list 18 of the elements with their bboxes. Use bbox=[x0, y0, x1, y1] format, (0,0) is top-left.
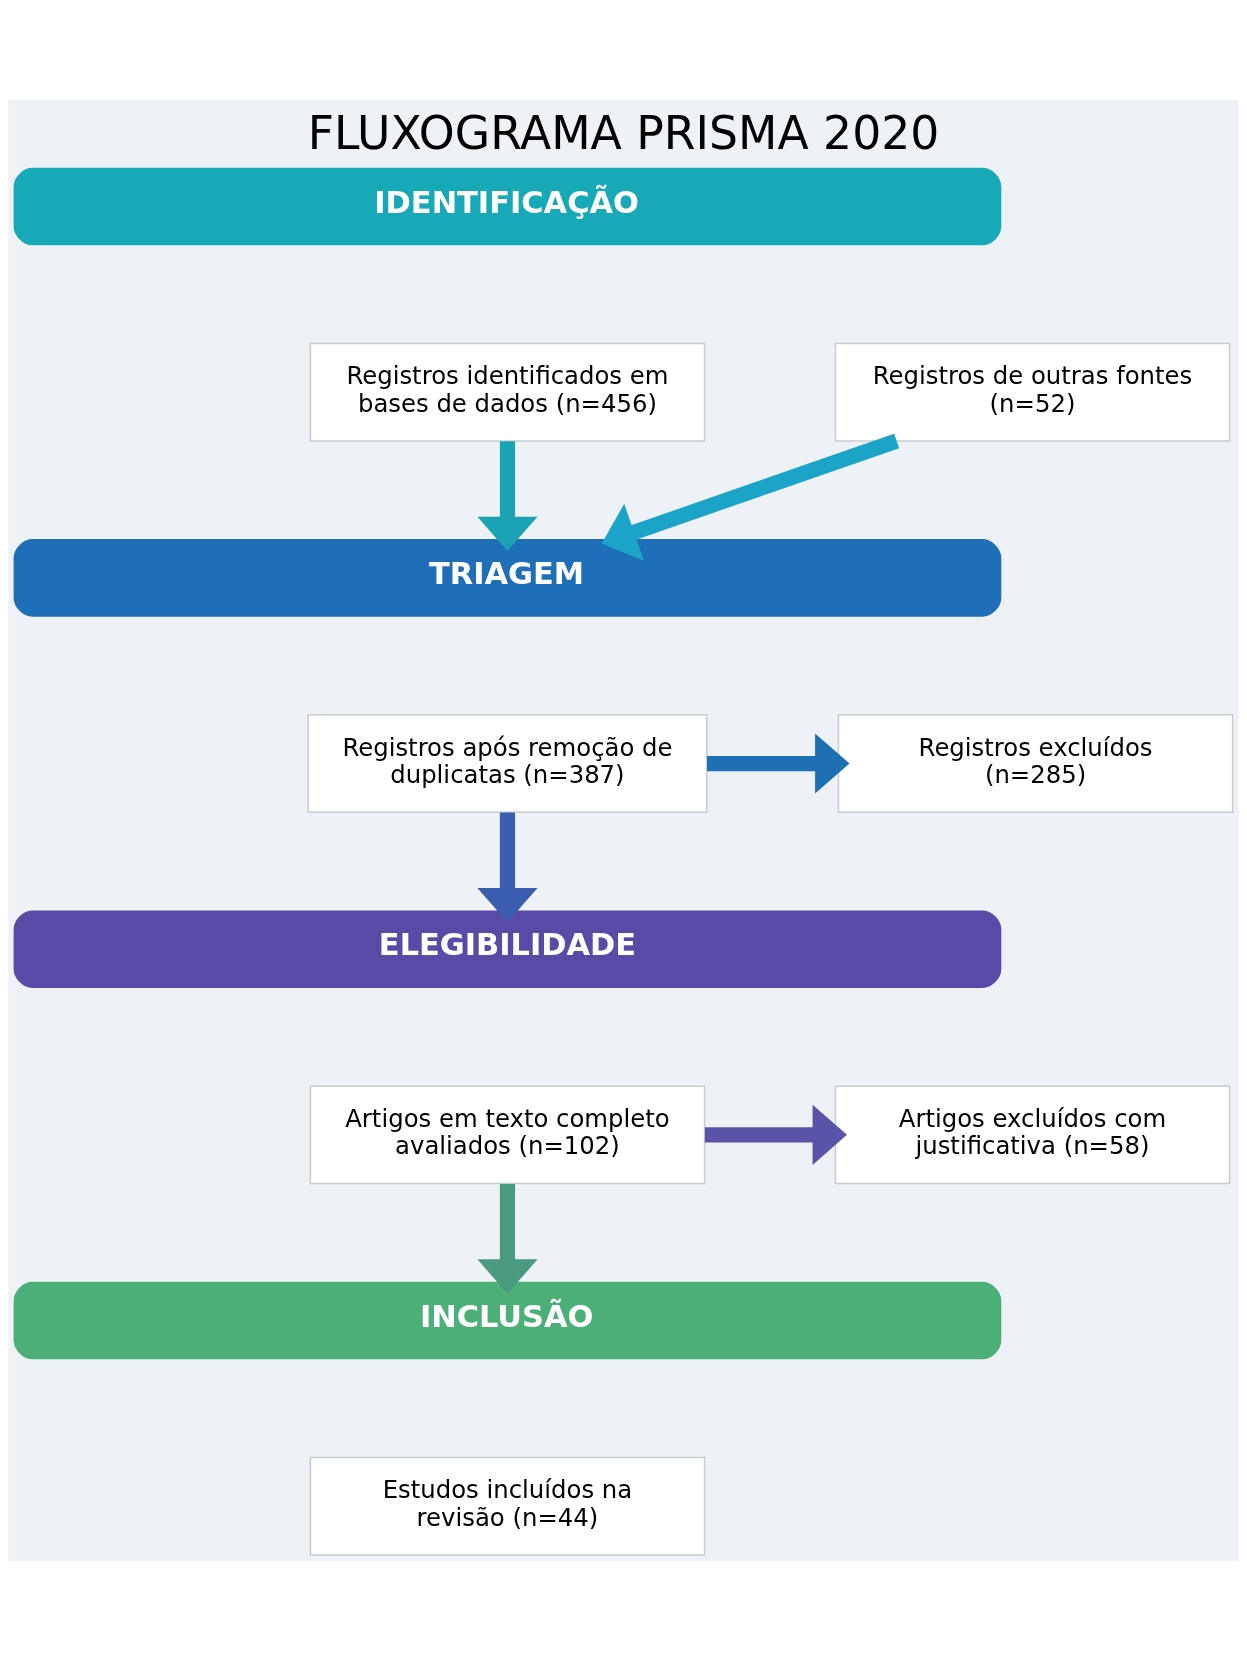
diagram-title: FLUXOGRAMA PRISMA 2020 bbox=[307, 106, 940, 160]
node-box: Registros excluídos (n=285) bbox=[837, 714, 1234, 813]
node-box: Registros após remoção de duplicatas (n=387) bbox=[307, 714, 708, 813]
node-box: Registros identificados em bases de dados (n=456) bbox=[309, 342, 706, 442]
arrow bbox=[707, 733, 850, 794]
node-box: ELEGIBILIDADE bbox=[13, 910, 1002, 988]
node-box: TRIAGEM bbox=[13, 539, 1002, 617]
node-box: Estudos incluídos na revisão (n=44) bbox=[309, 1456, 706, 1556]
arrow bbox=[704, 1104, 847, 1165]
node-box: Registros de outras fontes (n=52) bbox=[834, 342, 1231, 442]
arrow bbox=[477, 441, 538, 551]
arrow bbox=[477, 1183, 538, 1294]
node-box: Artigos excluídos com justificativa (n=58) bbox=[834, 1085, 1231, 1185]
arrow bbox=[601, 433, 900, 561]
node-box: INCLUSÃO bbox=[13, 1281, 1002, 1360]
node-box: IDENTIFICAÇÃO bbox=[13, 167, 1002, 246]
arrow bbox=[477, 812, 538, 923]
node-box: Artigos em texto completo avaliados (n=102) bbox=[309, 1085, 706, 1185]
